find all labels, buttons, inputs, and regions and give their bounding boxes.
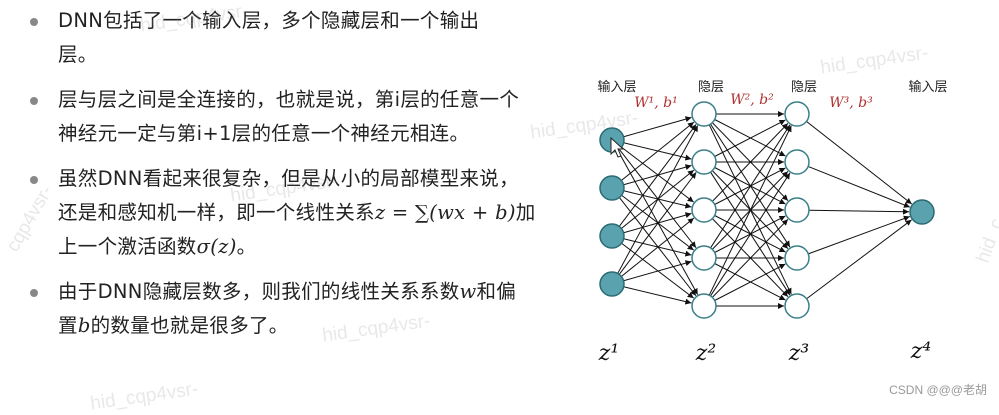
z-label-1: z¹ [598,341,619,366]
input-node-2 [599,175,625,201]
connection-edges [617,111,913,309]
hidden-node-1 [691,101,717,127]
z-label-2: z² [695,341,716,366]
connection-arrow [623,260,692,282]
hidden-node-2 [784,149,810,175]
connection-arrow [621,121,695,181]
bullet-text-mid: 和偏置 [58,280,517,337]
connection-arrow [806,121,913,205]
connection-arrow [710,172,791,297]
bullet-item-4: 由于DNN隐藏层数多，则我们的线性关系系数w和偏置b的数量也就是很多了。 [22,275,528,343]
bullet-text: DNN包括了一个输入层，多个隐藏层和一个输出层。 [58,9,480,66]
csdn-credit: CSDN @@@老胡 [889,383,987,397]
bullet-list: DNN包括了一个输入层，多个隐藏层和一个输出层。 层与层之间是全连接的，也就是说… [22,4,542,354]
connection-arrow [617,125,699,274]
bullet-text-post: 。 [236,235,257,258]
weight-label-1: W¹, b¹ [634,95,677,111]
bullet-text-pre: 虽然DNN看起来很复杂，但是从小的局部模型来说，还是和感知机一样，即一个线性关系 [58,167,519,224]
linear-formula: z = ∑(wx + b) [374,201,516,224]
connection-arrow [618,124,697,227]
connection-arrow [807,165,911,208]
hidden-node-5 [784,293,810,319]
hidden-node-2 [691,149,717,175]
bullet-text-pre: 由于DNN隐藏层数多，则我们的线性关系系数 [58,280,460,303]
neural-network-diagram: 输入层 隐层 隐层 输入层 W¹, b¹ W², b² W³, b³ z¹ z²… [597,79,947,366]
connection-arrow [808,215,910,255]
connection-arrow [708,125,792,296]
bullet-dot [30,18,38,26]
bullet-text-mid: 加上一个激活函数 [58,201,536,258]
weight-label-3: W³, b³ [829,95,873,111]
bullet-item-1: DNN包括了一个输入层，多个隐藏层和一个输出层。 [22,4,513,72]
hidden-node-3 [784,197,810,223]
connection-arrow [623,116,692,138]
connection-arrow [808,208,910,215]
bullet-text: 层与层之间是全连接的，也就是说，第i层的任意一个神经元一定与第i+1层的任意一个… [58,88,520,145]
connection-arrow [621,217,695,277]
bullet-dot [30,289,38,297]
cursor-icon [610,136,625,158]
input-node-3 [599,223,625,249]
connection-arrow [806,219,912,300]
bullet-item-3: 虽然DNN看起来很复杂，但是从小的局部模型来说，还是和感知机一样，即一个线性关系… [22,162,536,264]
hidden-node-4 [784,245,810,271]
connection-arrow [714,119,786,157]
connection-arrow [618,172,697,275]
weight-label-2: W², b² [730,92,774,108]
hidden-node-3 [691,197,717,223]
connection-arrow [714,263,786,301]
connection-arrow [711,218,789,298]
bullet-dot [30,97,38,105]
z-label-3: z³ [788,341,809,366]
hidden-node-5 [691,293,717,319]
connection-arrow [710,124,791,249]
bullet-dot [30,176,38,184]
z-label-4: z⁴ [910,339,931,364]
output-node-1 [909,199,935,225]
hidden-node-1 [784,101,810,127]
connection-arrow [623,286,692,305]
hidden-node-4 [691,245,717,271]
activation-formula: σ(z) [196,235,237,258]
layer-label-input: 输入层 [597,79,636,95]
layer-label-output: 输入层 [908,79,947,95]
bullet-item-2: 层与层之间是全连接的，也就是说，第i层的任意一个神经元一定与第i+1层的任意一个… [22,83,528,151]
network-nodes [599,101,935,319]
input-node-4 [599,271,625,297]
layer-label-hidden-1: 隐层 [698,80,724,95]
connection-arrow [711,122,789,202]
layer-label-hidden-2: 隐层 [791,80,817,95]
bullet-text-post: 的数量也就是很多了。 [90,314,289,337]
bias-symbol: b [77,314,91,337]
weight-symbol: w [459,280,477,303]
